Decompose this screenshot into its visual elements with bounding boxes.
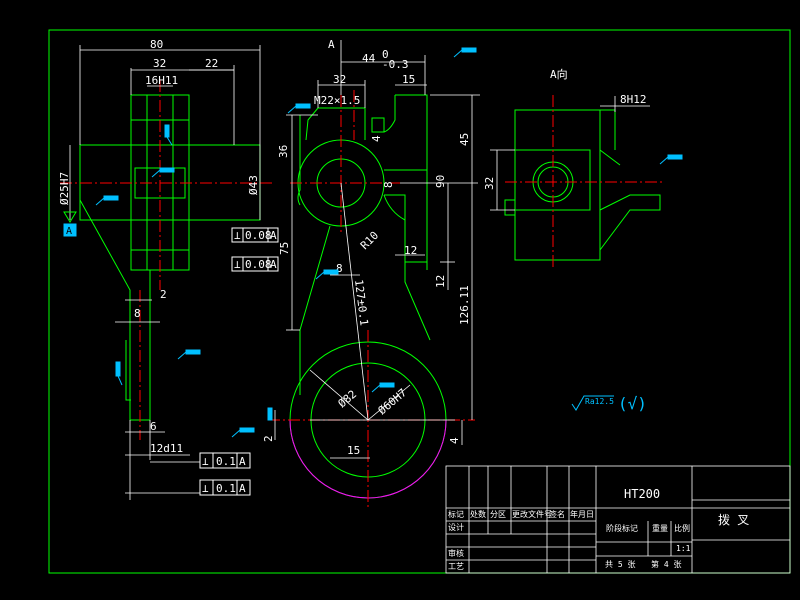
dim-4a: 4 (370, 135, 383, 142)
tb-stage-mark: 阶段标记 (606, 523, 638, 533)
left-view-centerlines (60, 80, 275, 440)
dim-phi60h7: Ø60H7 (376, 386, 410, 417)
dim-32a: 32 (153, 57, 166, 70)
dim-r10: R10 (358, 229, 381, 252)
title-material: HT200 (624, 487, 660, 501)
tolerance-frame-4: ⊥ 0.1 A (199, 479, 251, 496)
dim-8h12: 8H12 (620, 93, 647, 106)
dim-8b: 8 (382, 181, 395, 188)
left-view-dims (69, 45, 261, 500)
dim-75: 75 (278, 242, 291, 255)
svg-text:0.08: 0.08 (245, 258, 272, 271)
tb-sheets: 共 5 张 (605, 560, 635, 569)
roughness-symbols-left (95, 124, 201, 386)
tb-col-sign: 签名 (549, 509, 565, 519)
tb-scale: 比例 (674, 523, 690, 533)
dim-44-tol-bot: -0.3 (382, 58, 409, 71)
dim-45: 45 (458, 133, 471, 146)
dim-15a: 15 (402, 73, 415, 86)
datum-a-marker: A (63, 211, 77, 237)
drawing-border (48, 29, 791, 574)
tb-col-date: 年月日 (570, 509, 594, 519)
view-label-a-view: A向 (550, 67, 568, 81)
tb-col-doc: 更改文件号 (512, 509, 552, 519)
dim-phi43: Ø43 (247, 175, 260, 195)
dim-12b: 12 (434, 275, 447, 288)
tb-sheet-no: 第 4 张 (651, 559, 681, 569)
tb-col-count: 处数 (470, 509, 486, 519)
svg-text:(√): (√) (618, 394, 647, 413)
dim-22: 22 (205, 57, 218, 70)
dim-8a: 8 (134, 307, 141, 320)
dim-32b: 32 (333, 73, 346, 86)
dim-32c: 32 (483, 177, 496, 190)
tb-row-design: 设计 (448, 522, 464, 532)
roughness-symbols-right (659, 154, 683, 165)
svg-text:⊥: ⊥ (202, 482, 209, 495)
svg-text:⊥: ⊥ (234, 229, 241, 242)
center-view-dims (274, 40, 480, 459)
svg-text:0.1: 0.1 (216, 482, 236, 495)
dim-2: 2 (160, 288, 167, 301)
dim-8c: 8 (336, 262, 343, 275)
right-view (504, 109, 661, 261)
tb-col-mark: 标记 (448, 509, 464, 519)
roughness-symbols-center (231, 47, 477, 438)
right-view-centerlines (505, 95, 665, 270)
tb-row-review: 审核 (448, 548, 464, 558)
tolerance-frame-3: ⊥ 0.1 A (199, 452, 251, 469)
svg-text:A: A (270, 229, 277, 242)
dim-12d11: 12d11 (150, 442, 183, 455)
svg-text:A: A (270, 258, 277, 271)
tb-weight: 重量 (652, 523, 668, 533)
dim-phi82: Ø82 (336, 388, 360, 411)
dim-44-tol-top: 0 (382, 48, 389, 61)
dim-6: 6 (150, 420, 157, 433)
roughness-note: Ra12.5 (√) (571, 394, 647, 413)
view-label-a: A (328, 38, 335, 51)
dim-127: 127±0.1 (352, 279, 371, 327)
tb-col-zone: 分区 (490, 510, 506, 519)
dim-126: 126.11 (458, 285, 471, 325)
svg-text:A: A (239, 455, 246, 468)
dim-36: 36 (277, 145, 290, 158)
svg-text:0.08: 0.08 (245, 229, 272, 242)
tolerance-frame-1: ⊥ 0.08 A (231, 227, 279, 243)
svg-text:A: A (239, 482, 246, 495)
dim-m22: M22×1.5 (314, 94, 360, 107)
title-part-name: 拨 叉 (718, 513, 749, 527)
dim-2b: 2 (262, 435, 275, 442)
dim-44: 44 (362, 52, 376, 65)
tb-row-process: 工艺 (448, 562, 464, 571)
dim-80: 80 (150, 38, 163, 51)
dim-4b: 4 (448, 437, 461, 444)
svg-text:0.1: 0.1 (216, 455, 236, 468)
svg-text:A: A (66, 226, 72, 237)
dim-16h11: 16H11 (145, 74, 178, 87)
right-view-dims (490, 96, 650, 211)
svg-text:⊥: ⊥ (202, 455, 209, 468)
svg-text:Ra12.5: Ra12.5 (585, 397, 614, 406)
title-block (445, 465, 791, 574)
dim-90: 90 (434, 175, 447, 188)
dim-025h7: Ø25H7 (58, 172, 71, 205)
tb-scale-value: 1:1 (676, 544, 691, 553)
dim-15b: 15 (347, 444, 360, 457)
tolerance-frame-2: ⊥ 0.08 A (231, 256, 279, 272)
svg-text:⊥: ⊥ (234, 258, 241, 271)
dim-12a: 12 (404, 244, 417, 257)
